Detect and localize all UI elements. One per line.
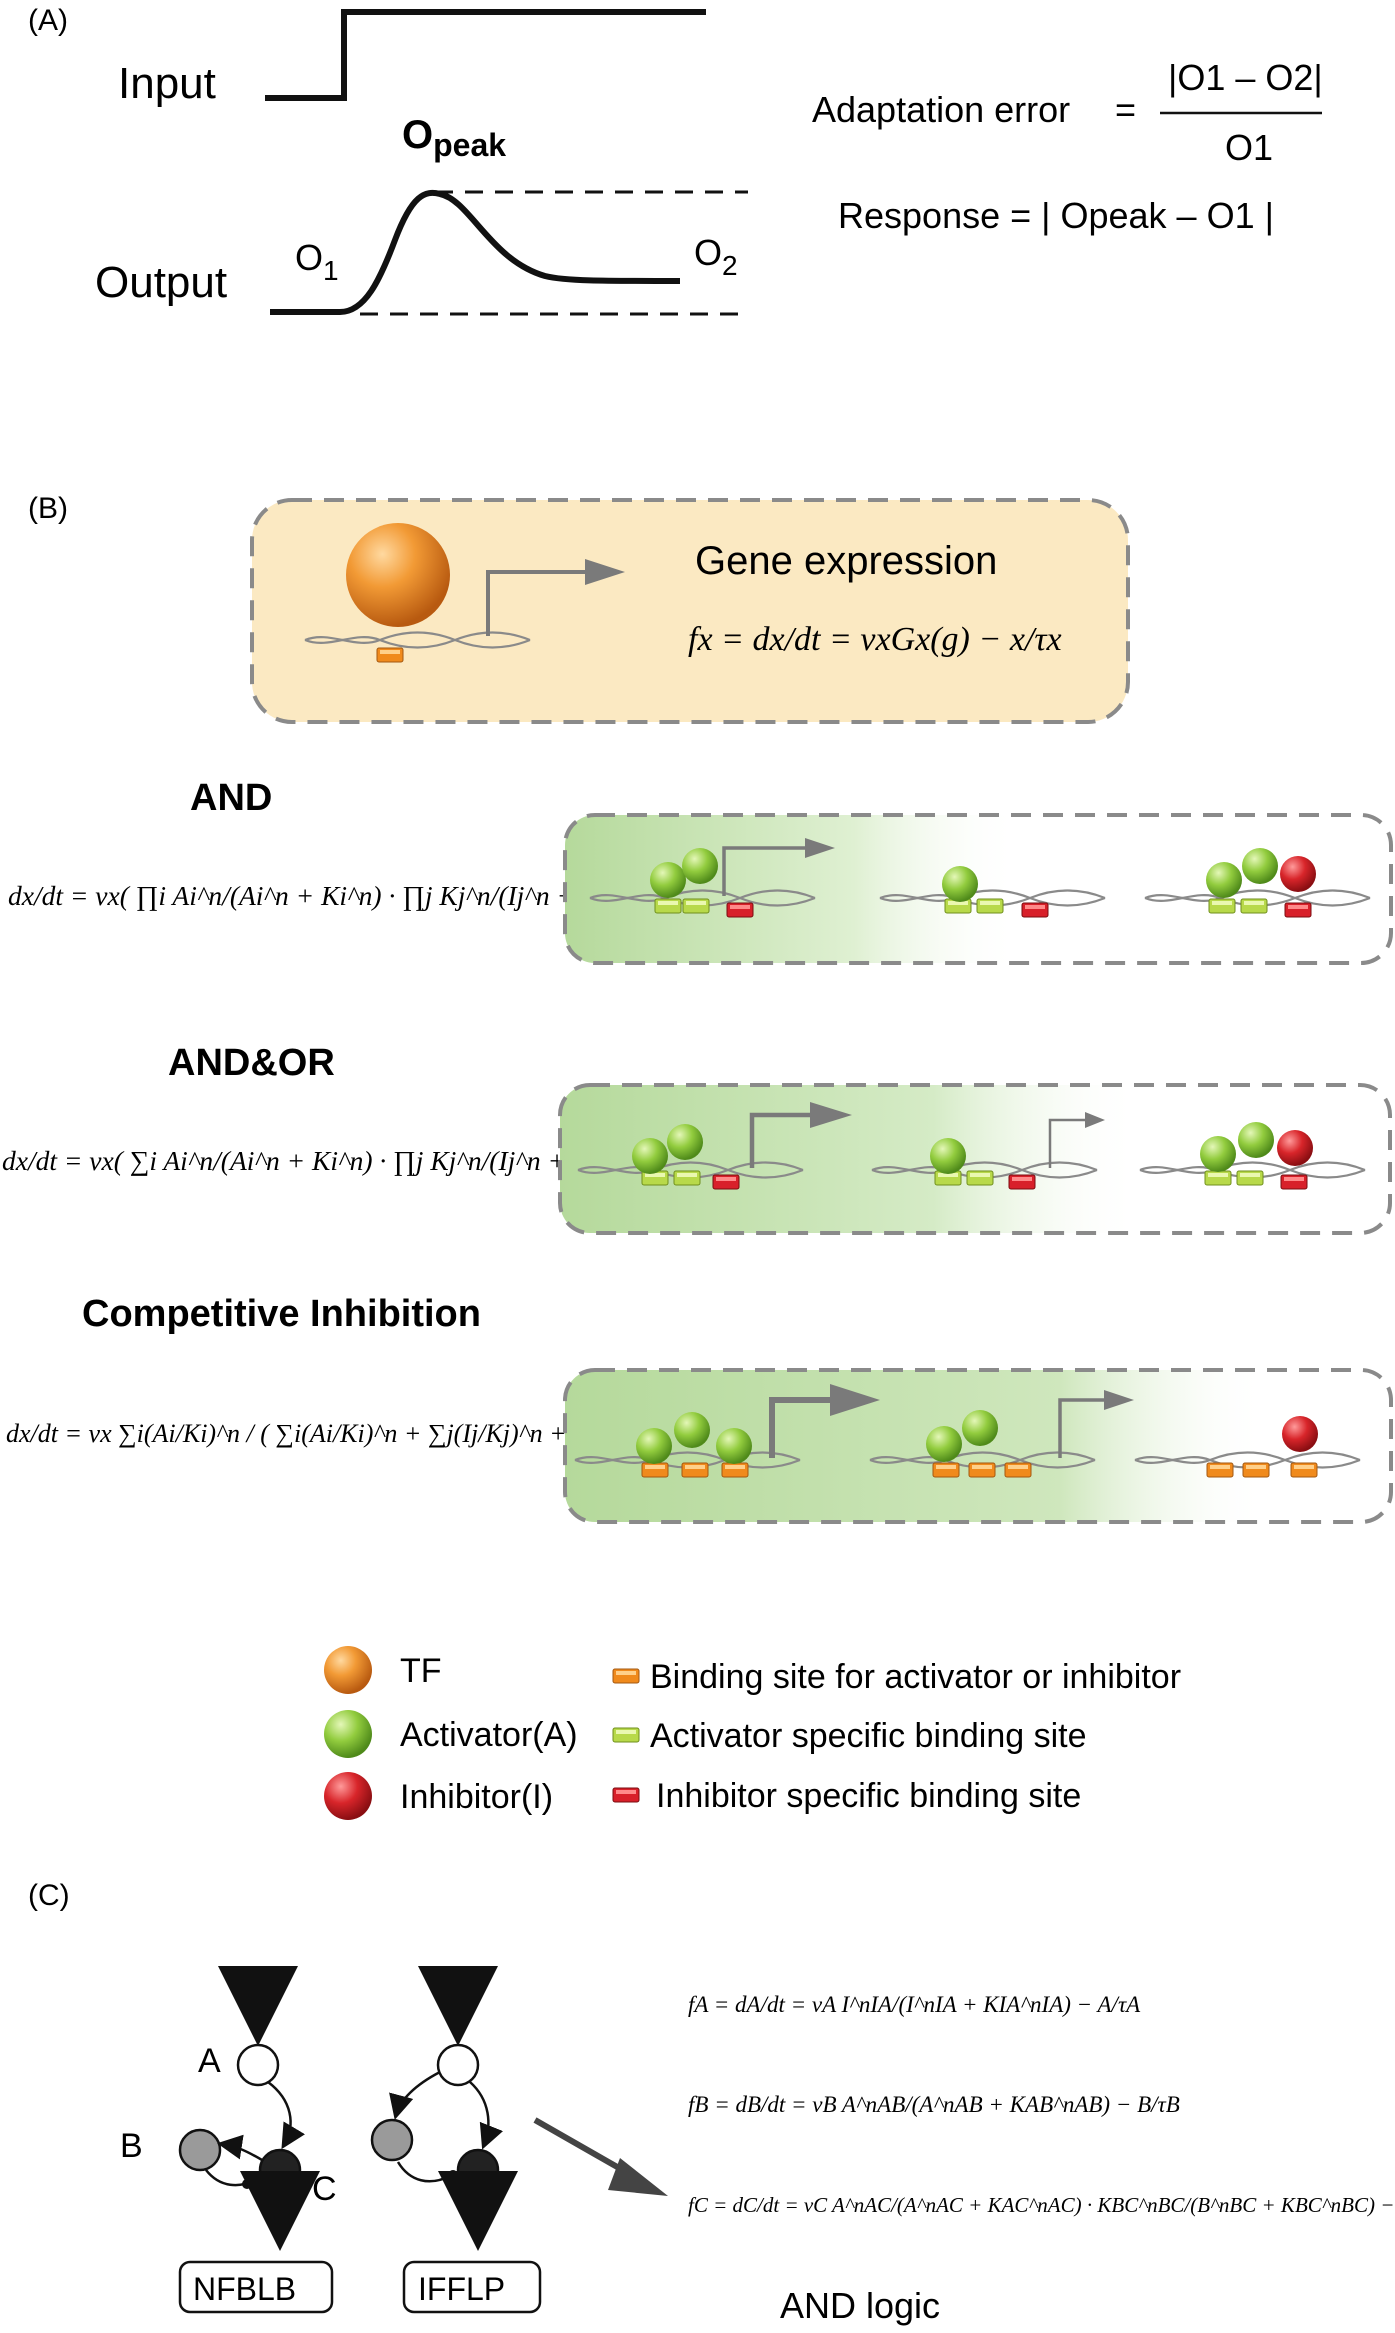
opeak-label: Opeak [402,113,506,163]
o1-label: O1 [295,237,339,286]
ci-state-2 [868,1390,1134,1478]
tf-protein [346,523,450,627]
legend-site-activator-label: Activator specific binding site [650,1717,1087,1755]
nfblb-node-b [178,2128,222,2172]
legend-site-both-label: Binding site for activator or inhibitor [650,1658,1181,1696]
legend-inhibitor-label: Inhibitor(I) [400,1778,553,1816]
nfblb-node-b-label: B [120,2127,143,2165]
fc-formula: fC = dC/dt = vC A^nAC/(A^nAC + KAC^nAC) … [688,2193,1395,2217]
ifflp-node-b [370,2118,414,2162]
fa-formula: fA = dA/dt = vA I^nIA/(I^nIA + KIA^nIA) … [688,1992,1141,2017]
nfblb-node-c [258,2148,302,2192]
nfblb-box-label: NFBLB [193,2271,296,2307]
panel-c-arrow-head [608,2158,668,2196]
output-label: Output [95,258,227,307]
ci-state-1 [573,1384,880,1478]
adaptation-error-label: Adaptation error [812,89,1070,130]
gene-transcription-arrow [486,570,600,636]
and-state-3 [1143,848,1372,918]
ci-state-3 [1133,1416,1362,1478]
legend-site-inhibitor-swatch [612,1787,640,1803]
legend-site-inhibitor-label: Inhibitor specific binding site [656,1777,1081,1815]
input-step-line [265,9,706,101]
legend-site-both-swatch [612,1668,640,1684]
gene-expression-title: Gene expression [695,539,997,583]
and-title: AND [190,777,272,819]
legend-inhibitor-swatch [324,1772,372,1820]
and-box [563,813,1393,965]
legend-tf-label: TF [400,1652,442,1690]
and-state-2 [878,866,1107,918]
output-curve [270,190,681,315]
nfblb-node-c-label: C [312,2170,337,2208]
panel-c-label: (C) [28,1879,70,1912]
ifflp-box [402,2260,542,2314]
andor-state-1 [576,1102,852,1190]
nfblb-network: A B C NFBLB [120,1966,337,2314]
nfblb-box [178,2260,334,2314]
gene-arrow-head [585,559,625,585]
ifflp-box-label: IFFLP [418,2271,505,2307]
nfblb-node-a [236,2043,280,2087]
and-logic-label: AND logic [780,2285,940,2326]
o2-label: O2 [694,232,738,281]
input-label: Input [118,59,216,108]
legend-site-activator-swatch [612,1727,640,1743]
gene-expression-formula: fx = dx/dt = vxGx(g) − x/τx [688,621,1062,658]
andor-box [558,1083,1392,1235]
ci-formula: dx/dt = vx ∑i(Ai/Ki)^n / ( ∑i(Ai/Ki)^n +… [6,1419,672,1448]
legend-tf-swatch [324,1646,372,1694]
fb-formula: fB = dB/dt = vB A^nAB/(A^nAB + KAB^nAB) … [688,2092,1180,2117]
adaptation-denominator: O1 [1225,127,1273,168]
andor-title: AND&OR [168,1042,335,1084]
gene-expression-box [250,498,1130,724]
andor-state-3 [1138,1122,1367,1190]
ci-title: Competitive Inhibition [82,1293,481,1335]
panel-a-label: (A) [28,4,68,37]
ifflp-network: IFFLP [370,1966,542,2314]
and-state-1 [588,838,835,918]
legend: TF Activator(A) Inhibitor(I) Binding sit… [324,1646,1181,1820]
ifflp-node-c [456,2148,500,2192]
andor-state-2 [870,1112,1105,1190]
nfblb-node-a-label: A [198,2042,221,2080]
legend-activator-swatch [324,1710,372,1758]
adaptation-numerator: |O1 – O2| [1168,57,1323,98]
adaptation-equals: = [1115,89,1136,130]
legend-activator-label: Activator(A) [400,1716,578,1754]
ifflp-node-a [436,2043,480,2087]
response-formula: Response = | Opeak – O1 | [838,195,1274,236]
panel-b-label: (B) [28,492,68,525]
gene-binding-site [376,647,404,663]
